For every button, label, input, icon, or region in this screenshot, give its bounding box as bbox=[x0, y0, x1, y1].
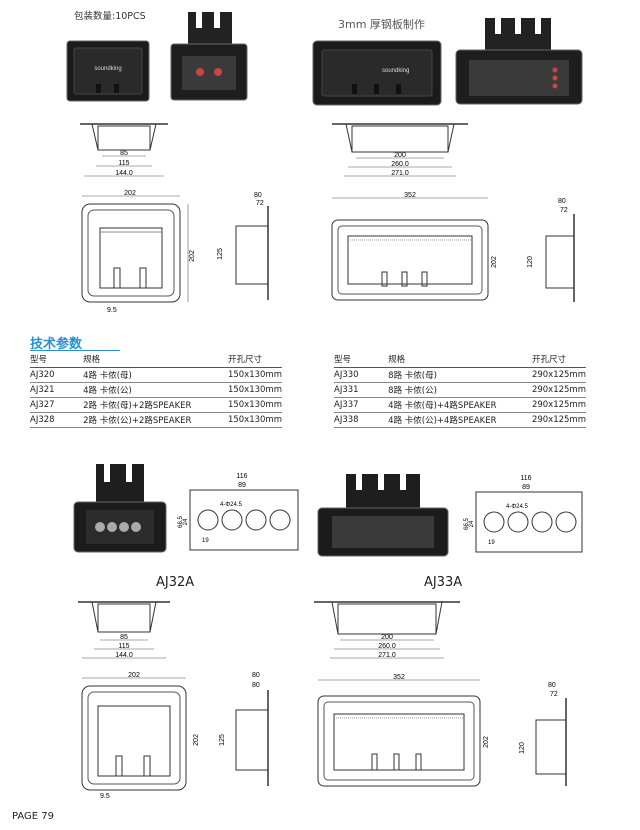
logo-text: soundking bbox=[94, 66, 121, 72]
svg-text:89: 89 bbox=[522, 484, 530, 491]
table-header-row: 型号规格开孔尺寸 bbox=[30, 352, 282, 368]
svg-text:144.0: 144.0 bbox=[115, 652, 133, 659]
product-photo-small-open bbox=[170, 10, 248, 101]
svg-text:19: 19 bbox=[488, 540, 495, 546]
logo-text-large: soundking bbox=[382, 68, 409, 74]
svg-text:202: 202 bbox=[193, 734, 200, 746]
svg-text:125: 125 bbox=[219, 734, 226, 746]
svg-text:66.5: 66.5 bbox=[178, 516, 184, 528]
side-view-large: 200 260.0 271.0 bbox=[332, 123, 468, 177]
dim-85: 85 bbox=[120, 150, 128, 157]
dim-115: 115 bbox=[118, 160, 129, 167]
side-view-small-b: 85 115 144.0 bbox=[78, 601, 170, 659]
package-qty: 包装数量:10PCS bbox=[74, 11, 146, 22]
svg-text:24: 24 bbox=[183, 518, 189, 525]
side-view-small: 85 115 144.0 bbox=[80, 123, 168, 177]
page-number: PAGE 79 bbox=[12, 811, 55, 822]
section-title: 技术参数 bbox=[30, 337, 83, 352]
svg-text:116: 116 bbox=[520, 475, 531, 482]
svg-text:202: 202 bbox=[483, 736, 490, 748]
svg-text:80: 80 bbox=[254, 192, 262, 199]
product-photo-large-open bbox=[455, 16, 583, 105]
svg-text:4-Φ24.5: 4-Φ24.5 bbox=[220, 502, 242, 508]
svg-text:202: 202 bbox=[189, 250, 196, 262]
svg-text:89: 89 bbox=[238, 482, 246, 489]
steel-note: 3mm 厚钢板制作 bbox=[338, 18, 425, 31]
dim-200: 200 bbox=[394, 152, 406, 159]
depth-view-large: 80 72 120 bbox=[527, 198, 575, 302]
depth-view-large-b: 80 72 120 bbox=[519, 682, 567, 786]
dim-144: 144.0 bbox=[115, 170, 133, 177]
svg-text:352: 352 bbox=[404, 192, 416, 199]
svg-text:80: 80 bbox=[548, 682, 556, 689]
svg-text:202: 202 bbox=[124, 190, 136, 197]
product-photo-large-closed: soundking bbox=[312, 40, 442, 106]
svg-text:202: 202 bbox=[128, 672, 140, 679]
svg-text:4-Φ24.5: 4-Φ24.5 bbox=[506, 504, 528, 510]
svg-text:200: 200 bbox=[381, 634, 393, 641]
svg-text:72: 72 bbox=[550, 691, 558, 698]
panel-drawing-right: 116 89 4-Φ24.5 19 66.5 24 bbox=[464, 475, 583, 553]
plan-view-small: 202 202 9.5 bbox=[81, 190, 196, 314]
svg-text:66.5: 66.5 bbox=[464, 518, 470, 530]
svg-text:80: 80 bbox=[252, 672, 260, 679]
svg-text:19: 19 bbox=[202, 538, 209, 544]
svg-text:72: 72 bbox=[256, 200, 264, 207]
svg-text:24: 24 bbox=[469, 520, 475, 527]
svg-text:271.0: 271.0 bbox=[378, 652, 396, 659]
model-label-left: AJ32A bbox=[156, 575, 195, 590]
plan-view-small-b: 202 202 9.5 bbox=[81, 672, 200, 800]
table-header-row: 型号规格开孔尺寸 bbox=[334, 352, 586, 368]
svg-text:125: 125 bbox=[217, 248, 224, 260]
product-photo-small-closed: soundking bbox=[66, 40, 150, 102]
dim-260: 260.0 bbox=[391, 161, 409, 168]
svg-text:85: 85 bbox=[120, 634, 128, 641]
dim-271: 271.0 bbox=[391, 170, 409, 177]
product-photo-aj33a bbox=[317, 472, 449, 557]
svg-text:120: 120 bbox=[519, 742, 526, 754]
panel-drawing-left: 116 89 4-Φ24.5 19 66.5 24 bbox=[178, 473, 299, 551]
svg-text:116: 116 bbox=[236, 473, 247, 480]
svg-text:9.5: 9.5 bbox=[107, 307, 117, 314]
plan-view-large-b: 352 202 bbox=[317, 674, 490, 787]
svg-text:352: 352 bbox=[393, 674, 405, 681]
svg-text:9.5: 9.5 bbox=[100, 793, 110, 800]
depth-view-small: 80 72 125 bbox=[217, 192, 269, 300]
svg-text:80: 80 bbox=[252, 682, 260, 689]
svg-text:120: 120 bbox=[527, 256, 534, 268]
side-view-large-b: 200 260.0 271.0 bbox=[314, 601, 460, 659]
svg-text:260.0: 260.0 bbox=[378, 643, 396, 650]
svg-text:72: 72 bbox=[560, 207, 568, 214]
product-photo-aj32a bbox=[73, 462, 167, 553]
model-label-right: AJ33A bbox=[424, 575, 463, 590]
svg-text:115: 115 bbox=[118, 643, 129, 650]
plan-view-large: 352 202 bbox=[331, 192, 498, 301]
depth-view-small-b: 80 80 125 bbox=[219, 672, 269, 786]
svg-text:80: 80 bbox=[558, 198, 566, 205]
svg-text:202: 202 bbox=[491, 256, 498, 268]
